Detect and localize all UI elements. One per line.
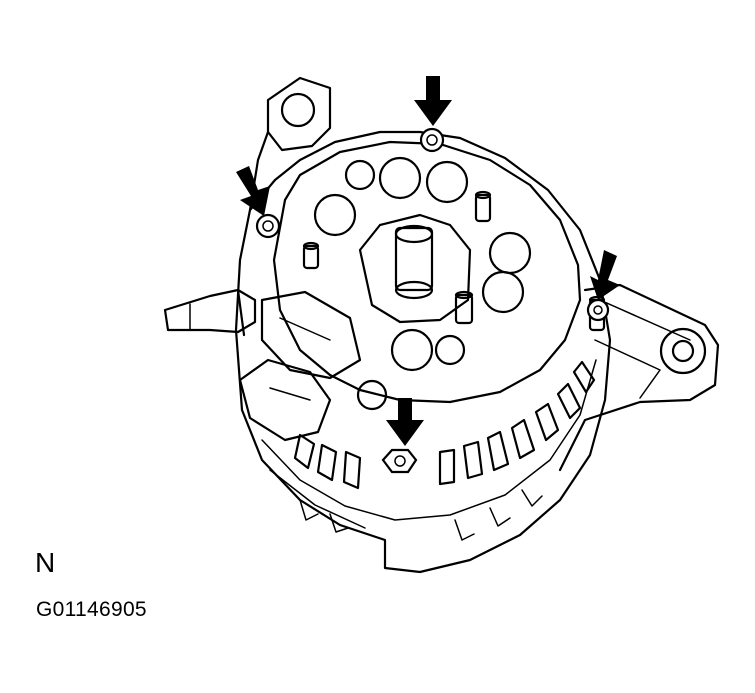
down-pointing-arrow-icon [386, 398, 424, 446]
bolt-right [586, 298, 610, 322]
bolt-top [419, 127, 445, 153]
regulator-block [238, 290, 388, 442]
down-pointing-arrow-icon [590, 250, 620, 300]
lower-mounting-bracket [558, 283, 720, 472]
rectifier-plate [272, 140, 582, 404]
slip-ring-shaft [358, 213, 472, 324]
bolt-bottom [381, 448, 418, 474]
down-pointing-arrow-icon [414, 76, 452, 126]
bolt-left [255, 213, 281, 239]
rear-housing [234, 130, 612, 574]
view-label: N [35, 547, 56, 578]
cooling-vents [293, 360, 596, 541]
connector-plug [163, 288, 257, 337]
callout-arrows [236, 76, 620, 446]
down-pointing-arrow-icon [236, 166, 270, 216]
figure-code: G01146905 [36, 598, 147, 621]
